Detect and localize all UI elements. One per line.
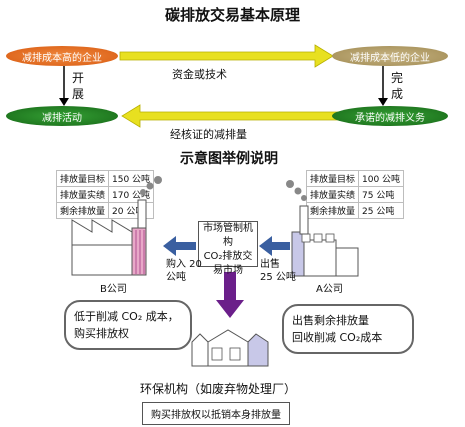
certified-reduction-label: 经核证的减排量 — [170, 128, 247, 141]
high-cost-company-label: 减排成本高的企业 — [22, 52, 102, 64]
company-a-note: 出售剩余排放量回收削减 CO₂成本 — [282, 304, 414, 354]
low-cost-company-ellipse: 减排成本低的企业 — [332, 46, 448, 66]
reduction-activity-label: 减排活动 — [42, 112, 82, 124]
company-b-factory-icon — [71, 176, 162, 276]
commitment-label: 承诺的减排义务 — [355, 112, 425, 124]
left-vertical-label: 开展 — [72, 71, 85, 101]
right-vertical-label: 完成 — [391, 71, 404, 101]
env-org-label: 环保机构（如废弃物处理厂） — [140, 382, 297, 396]
market-line-1: 市场管制机构 — [203, 223, 253, 248]
left-down-arrowhead — [59, 98, 69, 106]
company-b-label: B公司 — [100, 284, 127, 295]
company-a-label: A公司 — [316, 284, 343, 295]
funds-label: 资金或技术 — [172, 68, 227, 81]
low-cost-company-label: 减排成本低的企业 — [350, 52, 430, 64]
reduction-activity-ellipse: 减排活动 — [6, 106, 118, 126]
market-box: 市场管制机构 CO₂排放交 易市场 — [198, 221, 258, 276]
commitment-ellipse: 承诺的减排义务 — [332, 106, 448, 126]
company-b-note: 低于削减 CO₂ 成本，购买排放权 — [64, 300, 192, 350]
certified-reduction-arrow — [121, 104, 346, 128]
buy-arrow — [163, 236, 196, 256]
high-cost-company-ellipse: 减排成本高的企业 — [6, 46, 118, 66]
sell-arrow — [259, 236, 290, 256]
env-org-note: 购买排放权以抵销本身排放量 — [142, 402, 290, 425]
example-illustration — [71, 176, 359, 367]
market-line-3: 易市场 — [213, 265, 243, 276]
main-title: 碳排放交易基本原理 — [165, 6, 301, 24]
principle-arrows — [59, 44, 388, 128]
down-arrow — [216, 272, 244, 318]
market-line-2: CO₂排放交 — [203, 251, 253, 262]
funds-arrow — [119, 44, 334, 68]
company-a-factory-icon — [286, 180, 359, 277]
right-down-arrowhead — [378, 98, 388, 106]
env-org-building-icon — [191, 329, 269, 367]
example-title: 示意图举例说明 — [180, 151, 278, 167]
